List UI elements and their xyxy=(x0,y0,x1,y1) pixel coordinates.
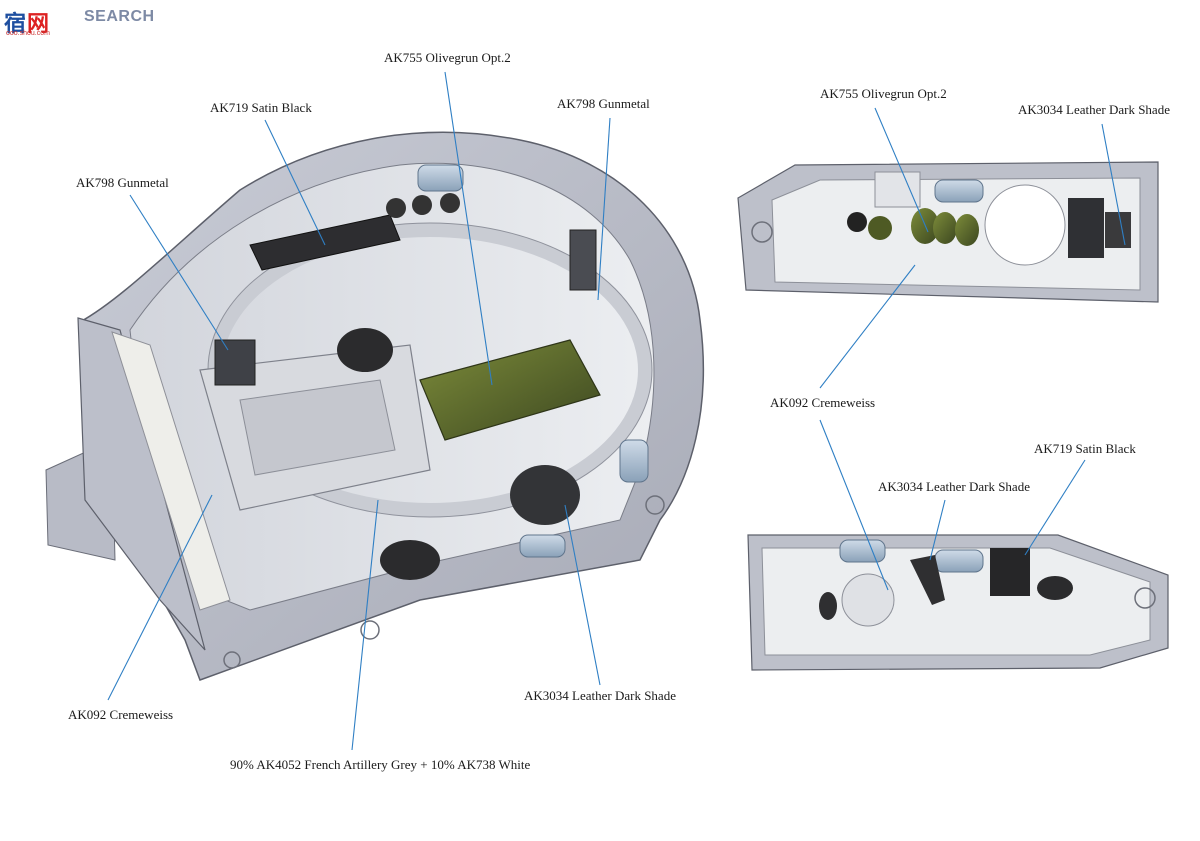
callout-side-ak092: AK092 Cremeweiss xyxy=(770,395,876,410)
ammo-canister-top xyxy=(417,164,464,192)
watermark-cn: 宿网 xyxy=(4,12,51,37)
side2-satin-black-block xyxy=(990,548,1030,596)
side1-ammo xyxy=(934,179,984,203)
callout-main-ak755: AK755 Olivegrun Opt.2 xyxy=(384,50,511,65)
seat-cushion-3 xyxy=(380,540,440,580)
callout-main-ak798-left: AK798 Gunmetal xyxy=(76,175,169,190)
black-radio-box xyxy=(249,214,401,271)
callout-main-ak092: AK092 Cremeweiss xyxy=(68,707,174,722)
grenade-top-3 xyxy=(440,193,460,213)
leader-main-ak4052 xyxy=(351,499,379,751)
side1-box xyxy=(874,171,921,208)
side2-turret-ring xyxy=(841,573,895,627)
side1-olive-3 xyxy=(955,214,979,246)
olive-shell-bin xyxy=(419,339,601,441)
side-view-1 xyxy=(737,161,1159,303)
side2-grenade xyxy=(819,592,837,620)
leader-main-ak755 xyxy=(444,71,493,386)
gunmetal-rack-left xyxy=(214,339,256,386)
side2-dark-fitting xyxy=(1037,576,1073,600)
side1-rack xyxy=(1068,198,1104,258)
side1-bolt xyxy=(751,221,773,243)
side1-grenade-1 xyxy=(868,216,892,240)
grenade-top-1 xyxy=(386,198,406,218)
side2-interior xyxy=(761,547,1151,656)
callout-main-ak3034: AK3034 Leather Dark Shade xyxy=(524,688,676,703)
side2-ammo-1 xyxy=(839,539,886,563)
cream-side-panel xyxy=(111,331,231,611)
gunmetal-rack-right xyxy=(569,229,597,291)
callout-side1-ak755: AK755 Olivegrun Opt.2 xyxy=(820,86,947,101)
callout-main-ak798-top: AK798 Gunmetal xyxy=(557,96,650,111)
hull-bolt-2 xyxy=(360,620,380,640)
watermark-logo: 宿网 SEARCH ooo.shou.com xyxy=(4,4,174,38)
side2-ammo-2 xyxy=(934,549,984,573)
callout-side1-ak3034: AK3034 Leather Dark Shade xyxy=(1018,102,1170,117)
breech-detail xyxy=(239,379,396,476)
grenade-top-2 xyxy=(412,195,432,215)
side1-hatch xyxy=(984,184,1066,266)
leader-lines xyxy=(107,71,1126,751)
side2-leather-seat xyxy=(910,555,945,605)
leader-side2-ak3034 xyxy=(929,499,946,561)
leader-side-ak092-down xyxy=(819,419,889,591)
main-turret xyxy=(45,131,705,681)
callout-side2-ak719: AK719 Satin Black xyxy=(1034,441,1136,456)
front-mantlet-plate xyxy=(77,317,206,651)
leader-main-ak798-top xyxy=(597,117,611,301)
leader-main-ak3034 xyxy=(564,504,601,686)
seat-cushion-2 xyxy=(510,465,580,525)
callout-main-ak719: AK719 Satin Black xyxy=(210,100,312,115)
leader-main-ak719 xyxy=(264,119,326,246)
seat-cushion-1 xyxy=(337,328,393,372)
leader-side1-ak3034 xyxy=(1101,123,1126,246)
hull-bolt-1 xyxy=(223,651,241,669)
watermark-url: ooo.shou.com xyxy=(6,30,50,37)
leader-side2-ak719 xyxy=(1024,459,1086,556)
leader-side1-ak755 xyxy=(874,107,929,233)
callout-side2-ak3034: AK3034 Leather Dark Shade xyxy=(878,479,1030,494)
side1-dark-round xyxy=(847,212,867,232)
ammo-canister-right-2 xyxy=(519,534,566,558)
ammo-canister-right-1 xyxy=(619,439,649,483)
leader-side-ak092-up xyxy=(819,264,916,389)
hull-bolt-3 xyxy=(645,495,665,515)
leader-main-ak798-left xyxy=(129,194,229,351)
side1-leather-block xyxy=(1105,212,1131,248)
watermark-en: SEARCH xyxy=(84,8,155,25)
side1-olive-2 xyxy=(933,212,957,244)
side2-bolt xyxy=(1134,587,1156,609)
leader-main-ak092 xyxy=(107,494,213,701)
side-view-2 xyxy=(747,534,1169,671)
callout-main-ak4052: 90% AK4052 French Artillery Grey + 10% A… xyxy=(230,757,531,772)
